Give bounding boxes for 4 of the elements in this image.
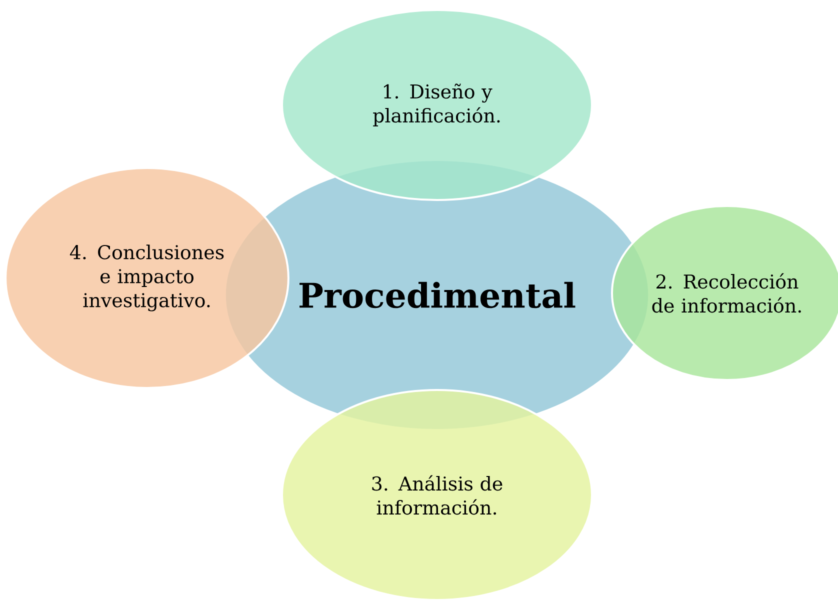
- ellipse-node: 4. Conclusiones e impacto investigativo.: [4, 167, 290, 389]
- ellipse-node: 1. Diseño y planificación.: [281, 9, 593, 201]
- ellipse-node: 2. Recolección de información.: [611, 205, 838, 381]
- ellipse-node: 3. Análisis de información.: [281, 388, 593, 601]
